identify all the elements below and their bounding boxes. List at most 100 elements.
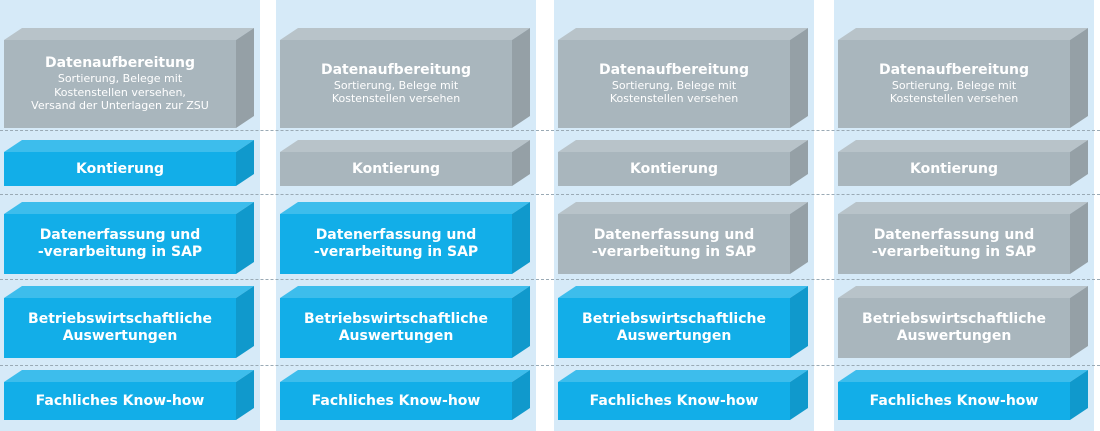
box-shape <box>280 286 530 358</box>
box-shape <box>558 28 808 128</box>
box-title: Fachliches Know-how <box>869 392 1039 409</box>
level-box-col3-row5: Fachliches Know-how <box>558 370 808 420</box>
box-label: Betriebswirtschaftliche Auswertungen <box>280 298 512 358</box>
box-label: Datenerfassung und -verarbeitung in SAP <box>4 214 236 274</box>
box-right-face <box>790 202 808 274</box>
box-right-face <box>236 286 254 358</box>
box-subtitle: Sortierung, Belege mit Kostenstellen ver… <box>609 78 739 106</box>
box-top-face <box>280 140 530 152</box>
box-top-face <box>558 202 808 214</box>
level-box-col3-row4: Betriebswirtschaftliche Auswertungen <box>558 286 808 358</box>
box-shape <box>838 202 1088 274</box>
box-top-face <box>838 202 1088 214</box>
box-right-face <box>512 370 530 420</box>
box-title: Fachliches Know-how <box>311 392 481 409</box>
box-right-face <box>512 140 530 186</box>
box-label: Kontierung <box>280 152 512 186</box>
box-label: Kontierung <box>4 152 236 186</box>
box-label: Fachliches Know-how <box>558 382 790 420</box>
box-top-face <box>838 370 1088 382</box>
box-right-face <box>236 140 254 186</box>
level-box-col4-row3: Datenerfassung und -verarbeitung in SAP <box>838 202 1088 274</box>
level-box-col3-row3: Datenerfassung und -verarbeitung in SAP <box>558 202 808 274</box>
box-top-face <box>4 370 254 382</box>
box-shape <box>838 28 1088 128</box>
box-shape <box>838 140 1088 186</box>
level-box-col1-row3: Datenerfassung und -verarbeitung in SAP <box>4 202 254 274</box>
box-front-face <box>280 298 512 358</box>
box-title: Datenerfassung und -verarbeitung in SAP <box>313 227 479 260</box>
box-right-face <box>790 370 808 420</box>
box-right-face <box>236 370 254 420</box>
level-box-col2-row3: Datenerfassung und -verarbeitung in SAP <box>280 202 530 274</box>
box-title: Kontierung <box>75 160 165 177</box>
box-right-face <box>1070 202 1088 274</box>
box-front-face <box>838 382 1070 420</box>
box-shape <box>838 370 1088 420</box>
box-label: Fachliches Know-how <box>280 382 512 420</box>
box-front-face <box>4 40 236 128</box>
box-top-face <box>558 286 808 298</box>
level-box-col1-row5: Fachliches Know-how <box>4 370 254 420</box>
box-right-face <box>1070 370 1088 420</box>
box-top-face <box>838 28 1088 40</box>
level-box-col3-row2: Kontierung <box>558 140 808 186</box>
box-front-face <box>838 40 1070 128</box>
box-right-face <box>236 202 254 274</box>
box-front-face <box>558 40 790 128</box>
box-front-face <box>4 382 236 420</box>
box-shape <box>4 286 254 358</box>
box-title: Datenaufbereitung <box>878 61 1030 78</box>
box-shape <box>558 140 808 186</box>
box-right-face <box>1070 286 1088 358</box>
box-top-face <box>558 28 808 40</box>
box-title: Kontierung <box>629 160 719 177</box>
box-front-face <box>280 382 512 420</box>
box-front-face <box>280 152 512 186</box>
box-shape <box>280 28 530 128</box>
box-title: Fachliches Know-how <box>589 392 759 409</box>
box-right-face <box>512 202 530 274</box>
box-top-face <box>280 202 530 214</box>
box-right-face <box>1070 28 1088 128</box>
box-label: Fachliches Know-how <box>838 382 1070 420</box>
box-front-face <box>4 214 236 274</box>
box-label: Betriebswirtschaftliche Auswertungen <box>4 298 236 358</box>
box-shape <box>558 286 808 358</box>
box-label: Kontierung <box>838 152 1070 186</box>
box-subtitle: Sortierung, Belege mit Kostenstellen ver… <box>331 78 461 106</box>
box-right-face <box>790 140 808 186</box>
box-title: Betriebswirtschaftliche Auswertungen <box>582 311 766 344</box>
box-shape <box>280 370 530 420</box>
level-box-col4-row5: Fachliches Know-how <box>838 370 1088 420</box>
box-front-face <box>838 298 1070 358</box>
box-label: Betriebswirtschaftliche Auswertungen <box>558 298 790 358</box>
box-front-face <box>838 152 1070 186</box>
box-top-face <box>558 140 808 152</box>
row-divider-2 <box>0 194 1100 195</box>
box-title: Fachliches Know-how <box>35 392 205 409</box>
box-front-face <box>558 382 790 420</box>
box-shape <box>4 28 254 128</box>
level-box-col4-row2: Kontierung <box>838 140 1088 186</box>
box-top-face <box>4 28 254 40</box>
box-top-face <box>4 140 254 152</box>
box-subtitle: Sortierung, Belege mit Kostenstellen ver… <box>31 71 209 113</box>
box-right-face <box>236 28 254 128</box>
box-title: Datenerfassung und -verarbeitung in SAP <box>871 227 1037 260</box>
box-label: Betriebswirtschaftliche Auswertungen <box>838 298 1070 358</box>
level-box-col4-row4: Betriebswirtschaftliche Auswertungen <box>838 286 1088 358</box>
box-front-face <box>558 214 790 274</box>
box-front-face <box>4 152 236 186</box>
box-shape <box>4 202 254 274</box>
box-front-face <box>4 298 236 358</box>
box-title: Betriebswirtschaftliche Auswertungen <box>304 311 488 344</box>
box-front-face <box>558 298 790 358</box>
